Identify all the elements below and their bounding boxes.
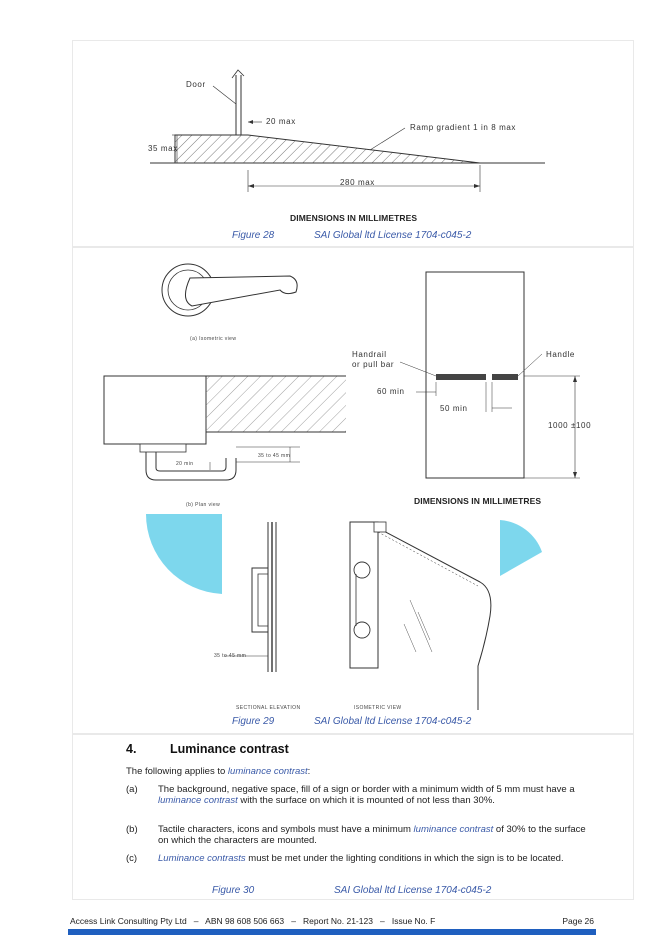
fig29-caption-label: Figure 29 xyxy=(232,716,275,727)
fig30-caption-label: Figure 30 xyxy=(212,885,255,896)
item-text: Tactile characters, icons and symbols mu… xyxy=(158,824,586,846)
ramp-gradient-label: Ramp gradient 1 in 8 max xyxy=(410,123,517,132)
intro-term-link: luminance contrast xyxy=(227,766,308,777)
footer-abn: ABN 98 608 506 663 xyxy=(205,916,285,926)
item-post: must be met under the lighting condition… xyxy=(245,853,564,864)
item-term-link: Luminance contrasts xyxy=(158,853,246,864)
item-post: with the surface on which it is mounted … xyxy=(237,795,495,806)
fig28-caption-label: Figure 28 xyxy=(232,230,275,241)
fig28-dimensions-note: DIMENSIONS IN MILLIMETRES xyxy=(290,213,418,223)
fig29-caption-license: SAI Global ltd License 1704-c045-2 xyxy=(314,716,472,727)
section-intro: The following applies to luminance contr… xyxy=(126,766,310,777)
intro-punct: : xyxy=(307,766,311,777)
isometric-view-label: (a) Isometric view xyxy=(190,336,237,342)
dim-35-max-label: 35 max xyxy=(148,144,178,153)
footer-info: Access Link Consulting Pty Ltd – ABN 98 … xyxy=(70,916,435,926)
item-post: of 30% to the surface on which the chara… xyxy=(158,824,586,846)
ramp-diagram xyxy=(150,69,545,192)
dim-50-min: 50 min xyxy=(440,404,468,413)
footer-sep: – xyxy=(193,916,199,926)
door-label: Door xyxy=(186,80,206,89)
dim-20-max-label: 20 max xyxy=(266,117,296,126)
sectional-elevation-label: SECTIONAL ELEVATION xyxy=(236,705,301,711)
footer-page-number: Page 26 xyxy=(562,916,594,926)
handrail-label: Handrail xyxy=(352,350,387,359)
list-item-b: (b) Tactile characters, icons and symbol… xyxy=(126,824,586,846)
plan-dim-35-45: 35 to 45 mm xyxy=(258,453,291,459)
section-heading: 4. Luminance contrast xyxy=(126,742,289,756)
intro-text: The following applies to xyxy=(126,766,228,777)
section-title: Luminance contrast xyxy=(170,742,289,756)
plan-view-label: (b) Plan view xyxy=(186,502,221,508)
height-1000-label: 1000 ±100 xyxy=(548,421,592,430)
item-text: Luminance contrasts must be met under th… xyxy=(158,853,586,864)
plan-dim-20-min: 20 min xyxy=(176,461,194,467)
item-key: (b) xyxy=(126,824,138,835)
footer-accent-bar xyxy=(68,929,596,935)
section-number: 4. xyxy=(126,742,137,756)
sectional-dim-label: 35 to 45 mm xyxy=(214,653,247,659)
footer-company: Access Link Consulting Pty Ltd xyxy=(70,916,187,926)
pull-bar-label: or pull bar xyxy=(352,360,395,369)
isometric-door-view-label: ISOMETRIC VIEW xyxy=(354,705,402,711)
item-pre: The background, negative space, fill of … xyxy=(158,784,575,795)
figure-28-panel xyxy=(72,40,634,247)
footer-issue: Issue No. F xyxy=(391,916,436,926)
fig29-dimensions-note: DIMENSIONS IN MILLIMETRES xyxy=(414,496,542,506)
figure-30-panel xyxy=(72,734,634,900)
dim-60-min: 60 min xyxy=(377,387,405,396)
item-text: The background, negative space, fill of … xyxy=(158,784,586,806)
item-pre: Tactile characters, icons and symbols mu… xyxy=(158,824,414,835)
handle-label: Handle xyxy=(546,350,575,359)
footer-sep: – xyxy=(291,916,296,926)
list-item-a: (a) The background, negative space, fill… xyxy=(126,784,586,806)
fig30-caption-license: SAI Global ltd License 1704-c045-2 xyxy=(334,885,492,896)
item-term-link: luminance contrast xyxy=(413,824,494,835)
item-key: (a) xyxy=(126,784,138,795)
door-hardware-diagram xyxy=(103,263,580,710)
item-key: (c) xyxy=(126,853,138,864)
item-term-link: luminance contrast xyxy=(158,795,238,806)
fig28-caption-license: SAI Global ltd License 1704-c045-2 xyxy=(314,230,472,241)
footer-report: Report No. 21-123 xyxy=(303,916,373,926)
dim-280-max-label: 280 max xyxy=(340,178,375,187)
footer-sep: – xyxy=(380,916,385,926)
list-item-c: (c) Luminance contrasts must be met unde… xyxy=(126,853,586,864)
